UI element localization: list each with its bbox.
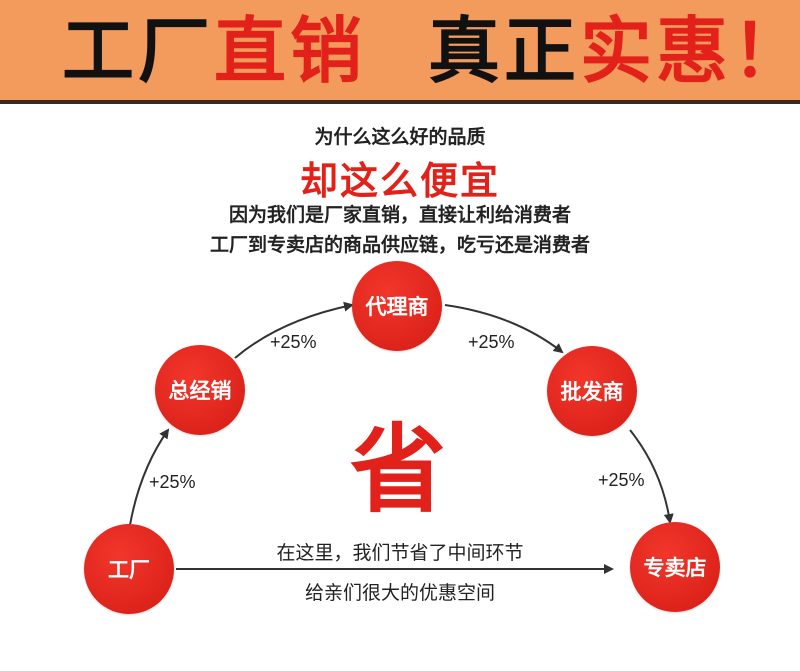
markup-label-1: +25% [149,472,196,492]
savings-line-2: 给亲们很大的优惠空间 [304,582,495,604]
headline-emphasis: 却这么便宜 [299,159,500,203]
node-wholesaler: 批发商 [547,346,637,436]
top-banner [0,0,800,100]
banner-part-2: 直销 [214,9,367,93]
save-character: 省 [350,414,446,526]
arrow-agent-to-wholesaler [444,304,564,354]
arrow-wholesaler-to-store [629,429,674,524]
node-factory: 工厂 [84,524,174,614]
savings-line-1: 在这里，我们节省了中间环节 [276,542,524,564]
headline-reason: 因为我们是厂家直销，直接让利给消费者 [228,204,571,226]
node-agent: 代理商 [352,261,442,351]
arrow-distributor-to-agent [234,301,354,359]
markup-label-3: +25% [468,332,515,352]
node-general-distributor: 总经销 [155,345,245,435]
node-store: 专卖店 [630,522,720,612]
arrow-factory-to-distributor [129,428,170,526]
headline-question: 为什么这么好的品质 [314,126,486,148]
banner-part-4: 实惠！ [580,9,800,93]
headline-explanation: 工厂到专卖店的商品供应链，吃亏还是消费者 [209,234,590,256]
markup-label-4: +25% [598,470,645,490]
markup-label-2: +25% [270,332,317,352]
banner-shadow [0,100,800,104]
banner-part-3: 真正 [428,9,581,93]
banner-slogan: 工厂直销真正实惠！ [62,8,800,94]
banner-part-1: 工厂 [62,9,215,93]
